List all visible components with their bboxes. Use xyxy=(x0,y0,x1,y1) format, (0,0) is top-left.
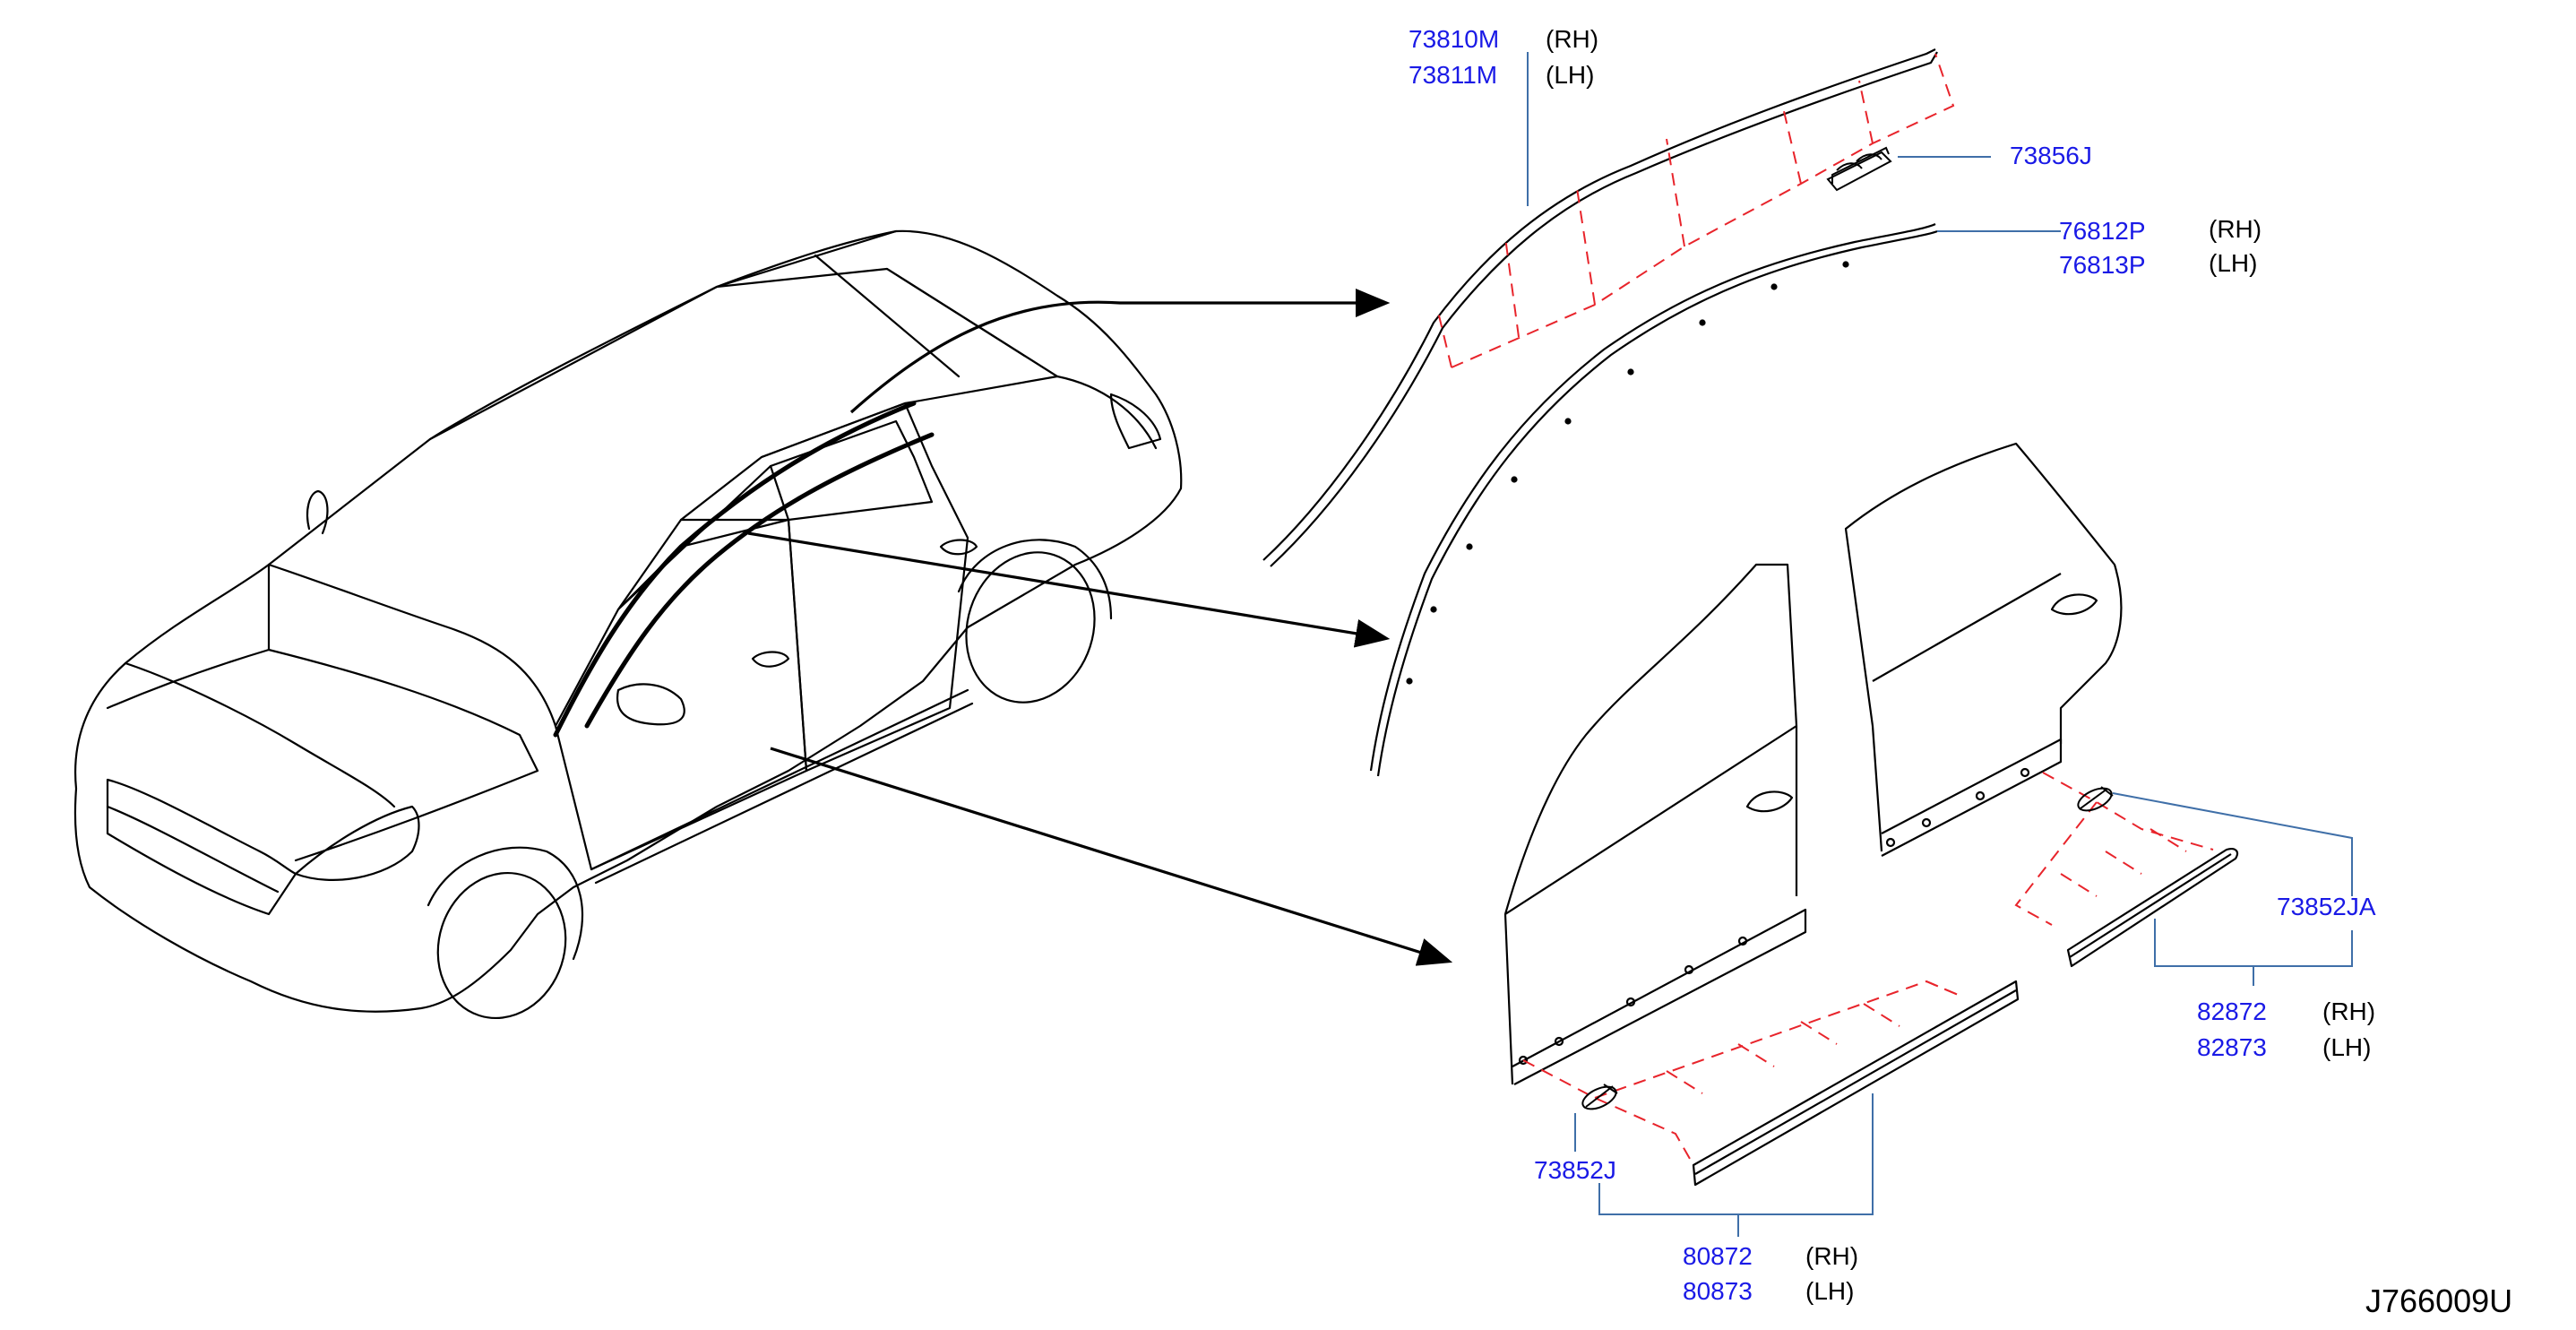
part-number-80872[interactable]: 80872 xyxy=(1683,1242,1753,1270)
car-roof-molding-highlight xyxy=(553,401,917,738)
front-door-molding-part xyxy=(1692,980,2020,1187)
rear-door-outline xyxy=(760,402,969,773)
part-number-73811M[interactable]: 73811M xyxy=(1409,61,1498,89)
front-door-outline xyxy=(554,518,808,871)
side-label-lh: (LH) xyxy=(2322,1033,2372,1061)
side-mirror xyxy=(616,683,685,726)
part-number-76812P[interactable]: 76812P xyxy=(2059,217,2146,245)
part-number-80873[interactable]: 80873 xyxy=(1683,1277,1753,1305)
arrow-to-door-moldings xyxy=(770,747,1453,966)
roof-clip-part xyxy=(1826,146,1892,192)
side-label-lh: (LH) xyxy=(1546,61,1595,89)
rear-door-part xyxy=(1844,442,2123,857)
part-number-73852J[interactable]: 73852J xyxy=(1534,1156,1616,1184)
front-door-part xyxy=(1503,563,1807,1085)
front-molding-dashed-lines xyxy=(1522,980,1963,1166)
car-body-outline xyxy=(73,229,1183,1013)
part-number-73852JA[interactable]: 73852JA xyxy=(2277,893,2376,920)
arrow-to-roof-molding xyxy=(849,289,1391,414)
grille xyxy=(106,778,297,916)
roof-molding-dashed-lines xyxy=(1437,53,1955,368)
tail-light xyxy=(1109,393,1162,450)
side-label-lh: (LH) xyxy=(1805,1277,1855,1305)
arrow-to-drip-molding xyxy=(747,531,1391,648)
arrows xyxy=(747,289,1453,966)
side-label-rh: (RH) xyxy=(2209,215,2262,243)
front-clip-part xyxy=(1581,1084,1618,1110)
part-number-73810M[interactable]: 73810M xyxy=(1409,25,1500,53)
roof-molding-part xyxy=(1262,48,1938,567)
leader-lines xyxy=(1527,52,2353,1237)
part-number-82872[interactable]: 82872 xyxy=(2197,998,2267,1025)
leader-rear-clip xyxy=(2112,792,2353,896)
diagram-reference-code: J766009U xyxy=(2365,1282,2513,1319)
headlight xyxy=(294,805,420,881)
leader-front-molding xyxy=(1598,1093,1874,1215)
part-number-76813P[interactable]: 76813P xyxy=(2059,251,2146,279)
rear-molding-dashed-lines xyxy=(2014,772,2214,926)
side-label-rh: (RH) xyxy=(1805,1242,1859,1270)
rear-wheel xyxy=(965,551,1096,704)
side-label-lh: (LH) xyxy=(2209,249,2258,277)
leader-rear-molding xyxy=(2154,919,2353,967)
car-drip-molding-highlight xyxy=(584,432,935,729)
side-label-rh: (RH) xyxy=(1546,25,1599,53)
car-illustration xyxy=(73,229,1183,1020)
part-number-82873[interactable]: 82873 xyxy=(2197,1033,2267,1061)
rear-door-handle xyxy=(939,539,978,556)
side-label-rh: (RH) xyxy=(2322,998,2376,1025)
front-wheel xyxy=(436,871,567,1020)
part-number-73856J[interactable]: 73856J xyxy=(2010,142,2092,169)
drip-molding-part xyxy=(1369,222,1938,777)
front-door-handle xyxy=(751,651,790,668)
rear-clip-part xyxy=(2077,786,2114,812)
rear-door-molding-part xyxy=(2066,848,2239,968)
